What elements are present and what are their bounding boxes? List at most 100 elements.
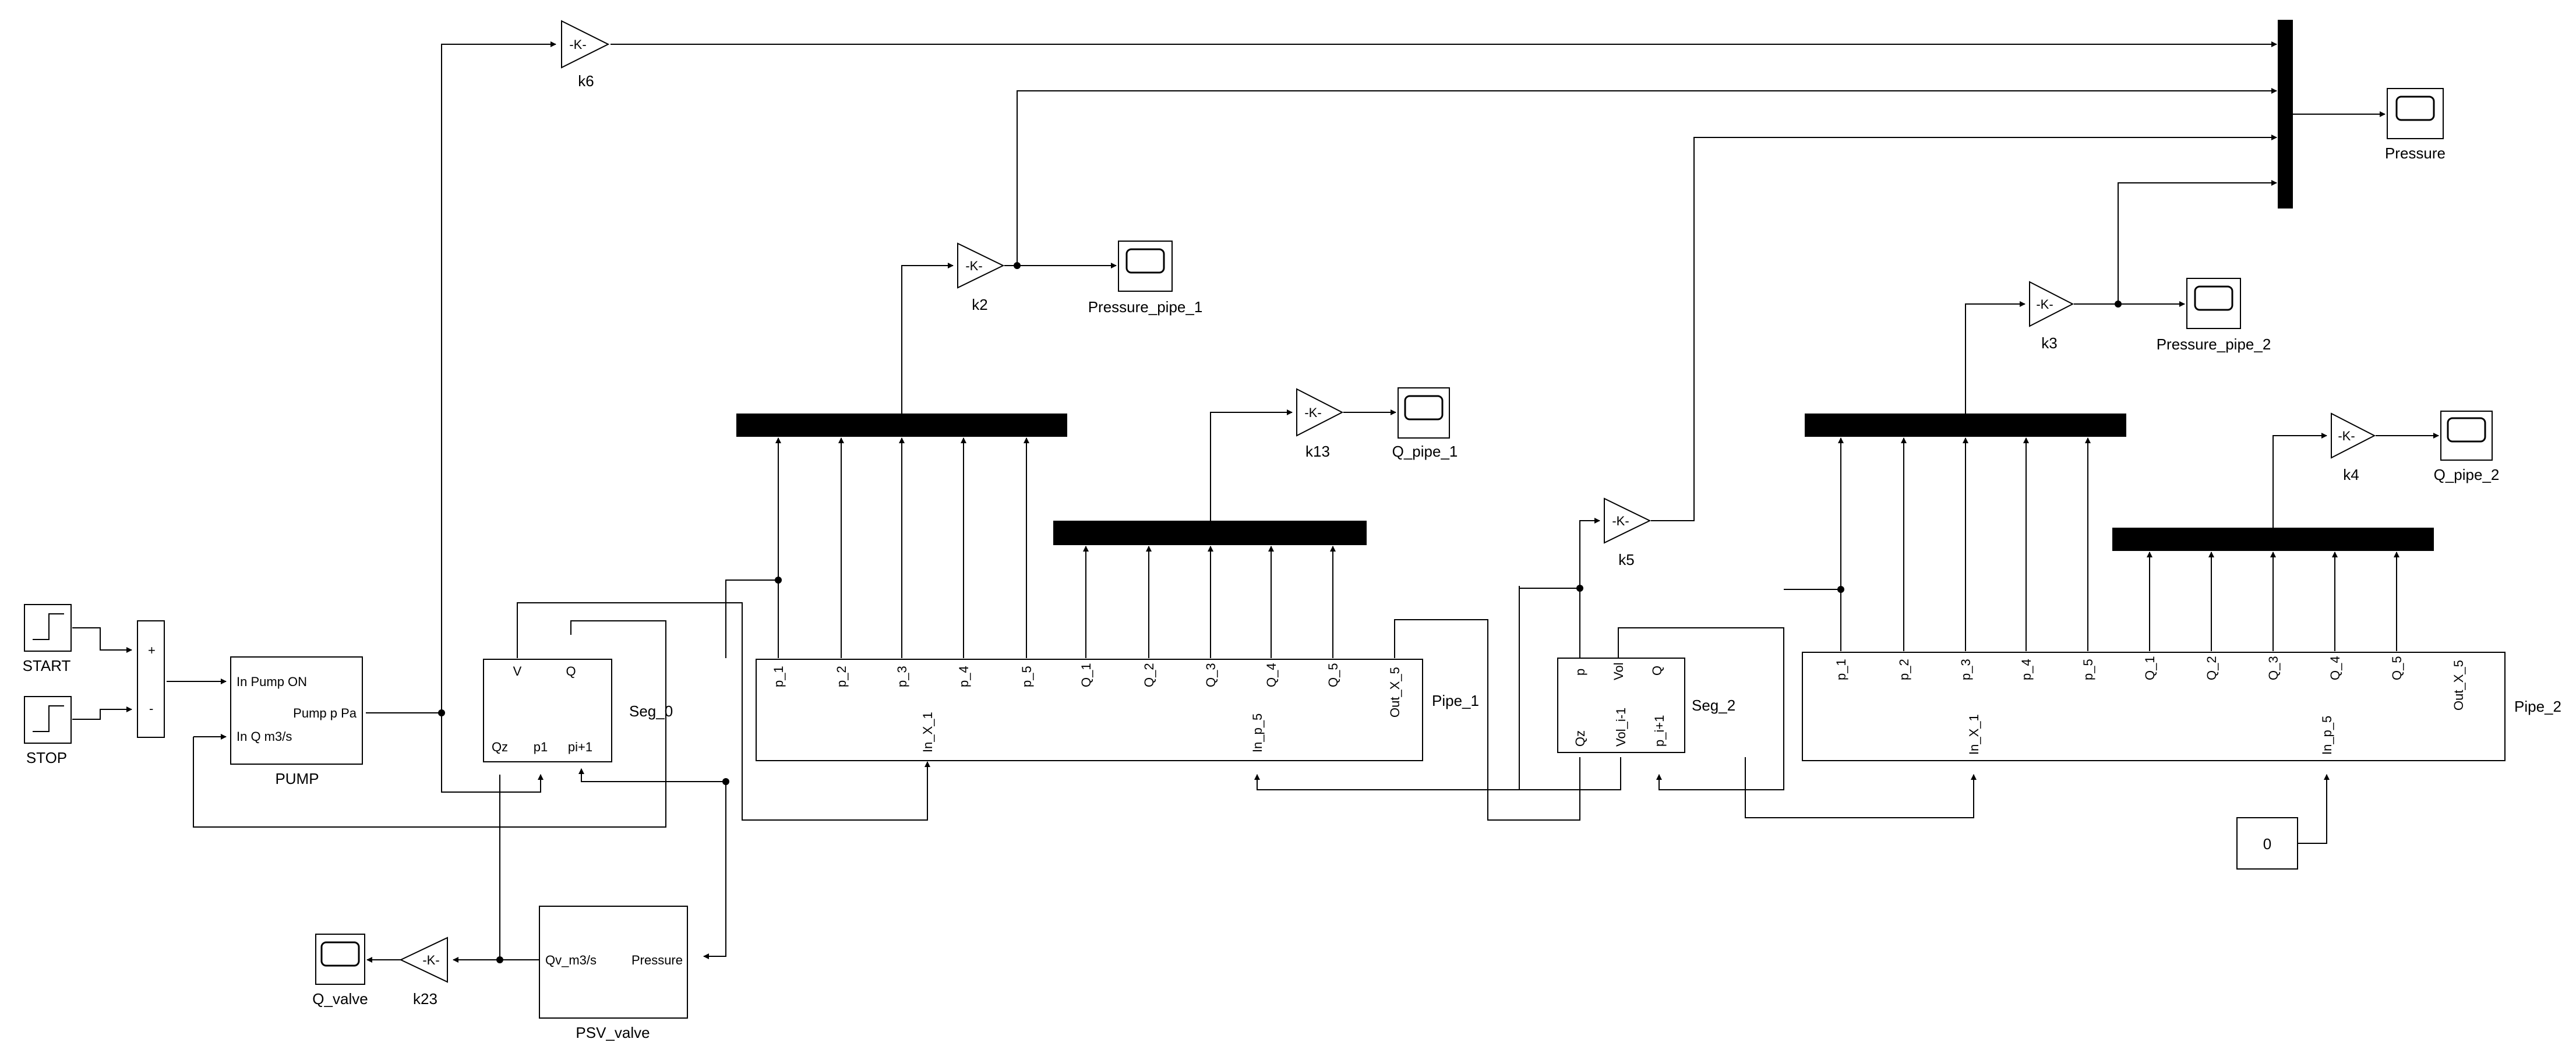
flow-bus-pipe-2: [2112, 528, 2434, 551]
sum-minus-sign: -: [149, 701, 153, 716]
psv-out-port: Qv_m3/s: [545, 953, 597, 967]
start-label: START: [23, 657, 71, 674]
gain-k13[interactable]: -K- k13: [1296, 388, 1344, 460]
svg-text:Q_3: Q_3: [1204, 663, 1218, 687]
pipe2-output-ports: p_1 p_2 p_3 p_4 p_5 Q_1 Q_2 Q_3 Q_4 Q_5 …: [1834, 656, 2466, 755]
svg-text:Q_5: Q_5: [2390, 656, 2404, 680]
gain-k3-symbol: -K-: [2036, 297, 2053, 312]
pump-in-on-port: In Pump ON: [237, 674, 307, 689]
svg-text:Vol_i-1: Vol_i-1: [1614, 708, 1628, 747]
sum-plus-sign: +: [148, 643, 156, 658]
svg-text:Q_5: Q_5: [1326, 663, 1340, 687]
svg-text:Q_2: Q_2: [2204, 656, 2219, 680]
gain-k13-label: k13: [1305, 443, 1330, 460]
gain-k6[interactable]: -K- k6: [561, 20, 610, 90]
psv-in-port: Pressure: [631, 953, 683, 967]
scope-pressure-pipe-1[interactable]: Pressure_pipe_1: [1088, 241, 1203, 316]
gain-k5-symbol: -K-: [1612, 514, 1629, 528]
pipe-2-block[interactable]: p_1 p_2 p_3 p_4 p_5 Q_1 Q_2 Q_3 Q_4 Q_5 …: [1802, 652, 2561, 761]
scope-pressure-pipe-2-label: Pressure_pipe_2: [2157, 335, 2271, 353]
junction-dots: [438, 262, 2122, 963]
pipe1-label: Pipe_1: [1432, 692, 1479, 709]
svg-text:p_2: p_2: [1897, 659, 1911, 680]
gain-k4[interactable]: -K- k4: [2331, 412, 2376, 483]
svg-text:Q_1: Q_1: [2143, 656, 2157, 680]
pressure-bus-pipe-1: [736, 414, 1067, 437]
start-step-block[interactable]: START: [23, 604, 72, 674]
svg-text:p_2: p_2: [834, 666, 849, 687]
gain-k6-symbol: -K-: [569, 37, 586, 52]
gain-k3[interactable]: -K- k3: [2029, 281, 2074, 352]
svg-text:In_p_5: In_p_5: [2320, 716, 2334, 755]
seg0-port-pi1: pi+1: [568, 740, 592, 754]
constant-zero-block[interactable]: 0: [2236, 817, 2298, 870]
gain-k4-symbol: -K-: [2338, 429, 2355, 443]
gain-k23-label: k23: [413, 990, 437, 1008]
signal-lines: [72, 41, 2439, 963]
scope-pressure-pipe-2[interactable]: Pressure_pipe_2: [2157, 278, 2271, 353]
svg-text:p_5: p_5: [2081, 659, 2095, 680]
svg-text:p_1: p_1: [771, 666, 786, 687]
scope-pressure[interactable]: Pressure: [2385, 88, 2446, 162]
pump-block[interactable]: In Pump ON Pump p Pa In Q m3/s PUMP: [230, 656, 363, 787]
pipe2-label: Pipe_2: [2514, 698, 2561, 715]
seg0-port-p1: p1: [534, 740, 548, 754]
gain-k3-label: k3: [2041, 334, 2057, 352]
svg-text:Q_2: Q_2: [1142, 663, 1156, 687]
scope-q-valve-label: Q_valve: [312, 990, 368, 1008]
sum-block[interactable]: + -: [137, 620, 165, 738]
svg-text:In_X_1: In_X_1: [1967, 714, 1981, 755]
gain-k23[interactable]: -K- k23: [399, 937, 448, 1008]
svg-text:Q_3: Q_3: [2266, 656, 2281, 680]
seg0-port-q: Q: [566, 664, 576, 679]
stop-label: STOP: [26, 749, 67, 766]
pressure-bus-pipe-2: [1805, 414, 2126, 437]
pump-label: PUMP: [275, 770, 319, 787]
svg-text:Q_1: Q_1: [1079, 663, 1093, 687]
pressure-mux: [2278, 20, 2293, 209]
scope-q-pipe-2[interactable]: Q_pipe_2: [2434, 411, 2500, 483]
gain-k4-label: k4: [2343, 466, 2359, 483]
scope-q-pipe-1-label: Q_pipe_1: [1392, 443, 1458, 460]
gain-k2-symbol: -K-: [965, 259, 982, 273]
seg-2-block[interactable]: p Vol Q Qz Vol_i-1 p_i+1 Seg_2: [1557, 658, 1735, 753]
psv-valve-block[interactable]: Qv_m3/s Pressure PSV_valve: [539, 906, 688, 1041]
constant-value: 0: [2263, 835, 2271, 853]
seg0-port-qz: Qz: [492, 740, 508, 754]
seg-0-block[interactable]: V Q Qz p1 pi+1 Seg_0: [483, 659, 673, 762]
gain-k23-symbol: -K-: [422, 953, 439, 967]
svg-text:Q_4: Q_4: [1264, 663, 1279, 687]
svg-text:p_i+1: p_i+1: [1652, 715, 1667, 747]
scope-pressure-label: Pressure: [2385, 144, 2446, 162]
pump-out-port: Pump p Pa: [293, 706, 357, 720]
scope-pressure-pipe-1-label: Pressure_pipe_1: [1088, 298, 1203, 316]
psv-label: PSV_valve: [576, 1024, 650, 1041]
svg-text:Qz: Qz: [1573, 730, 1587, 747]
pipe1-output-ports: p_1 p_2 p_3 p_4 p_5 Q_1 Q_2 Q_3 Q_4 Q_5 …: [771, 663, 1402, 752]
svg-text:p_4: p_4: [957, 666, 971, 687]
svg-text:In_p_5: In_p_5: [1250, 713, 1265, 752]
scope-q-pipe-1[interactable]: Q_pipe_1: [1392, 387, 1458, 460]
svg-text:p_5: p_5: [1019, 666, 1034, 687]
svg-text:Vol: Vol: [1611, 662, 1626, 680]
gain-k13-symbol: -K-: [1304, 405, 1321, 420]
gain-k5-label: k5: [1618, 551, 1634, 568]
svg-text:p_1: p_1: [1834, 659, 1848, 680]
gain-k6-label: k6: [578, 72, 594, 90]
gain-k2[interactable]: -K- k2: [957, 242, 1005, 313]
seg0-label: Seg_0: [629, 702, 673, 720]
svg-text:Q: Q: [1650, 666, 1664, 676]
gain-k5[interactable]: -K- k5: [1604, 497, 1652, 568]
svg-text:p_4: p_4: [2019, 659, 2034, 680]
seg0-port-v: V: [513, 664, 522, 679]
pump-in-q-port: In Q m3/s: [237, 729, 292, 744]
pipe-1-block[interactable]: p_1 p_2 p_3 p_4 p_5 Q_1 Q_2 Q_3 Q_4 Q_5 …: [756, 659, 1479, 761]
stop-step-block[interactable]: STOP: [24, 696, 72, 766]
svg-text:Out_X_5: Out_X_5: [1388, 667, 1402, 718]
svg-text:p_3: p_3: [1959, 659, 1973, 680]
scope-q-valve[interactable]: Q_valve: [312, 934, 368, 1008]
seg2-label: Seg_2: [1692, 697, 1735, 714]
flow-bus-pipe-1: [1053, 521, 1367, 545]
svg-text:p: p: [1573, 669, 1587, 676]
